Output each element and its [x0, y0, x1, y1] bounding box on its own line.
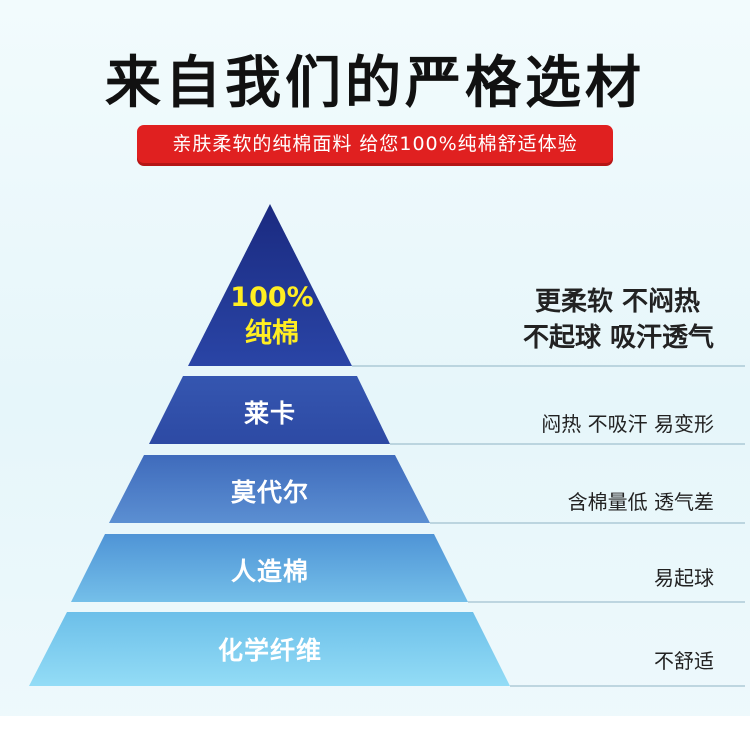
- tier-1-description-line1: 更柔软 不闷热: [534, 287, 700, 317]
- tier-3-shape: [109, 455, 430, 523]
- bottom-strip: [0, 716, 750, 738]
- tier-1-shape: [188, 204, 352, 366]
- page-title: 来自我们的严格选材: [105, 51, 645, 116]
- subtitle-banner: 亲肤柔软的纯棉面料 给您100%纯棉舒适体验: [137, 125, 613, 163]
- tier-4-description: 易起球: [654, 566, 714, 590]
- tier-1-label-line2: 纯棉: [245, 318, 299, 349]
- tier-3-description: 含棉量低 透气差: [567, 490, 714, 514]
- tier-3-label: 莫代尔: [230, 478, 309, 507]
- tier-1-description: 更柔软 不闷热 不起球 吸汗透气: [523, 284, 714, 356]
- tier-4-shape: [71, 534, 468, 602]
- tier-2-description: 闷热 不吸汗 易变形: [541, 412, 714, 436]
- tier-1-description-line2: 不起球 吸汗透气: [522, 323, 714, 353]
- tier-2-label: 莱卡: [243, 399, 296, 428]
- tier-1-label-line1: 100%: [230, 282, 314, 313]
- tier-5-description: 不舒适: [654, 649, 714, 673]
- tier-1-label: 100% 纯棉: [212, 280, 332, 352]
- tier-5-shape: [29, 612, 510, 686]
- tier-4-label: 人造棉: [230, 557, 309, 586]
- tier-2-shape: [149, 376, 390, 444]
- tier-5-label: 化学纤维: [217, 636, 322, 665]
